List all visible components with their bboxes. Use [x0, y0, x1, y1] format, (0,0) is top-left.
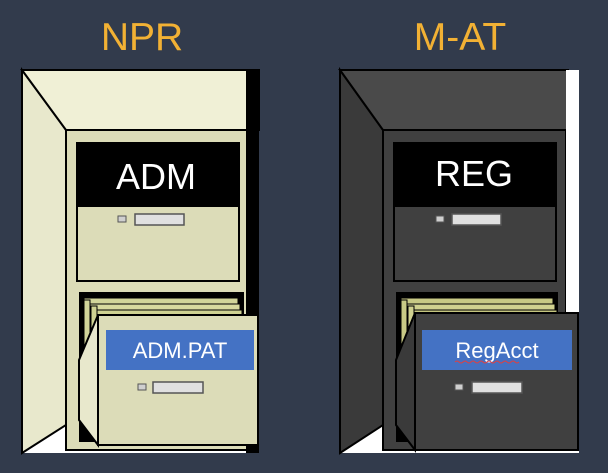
- mat-top-handle: [451, 213, 502, 226]
- mat-open-handle: [471, 381, 523, 394]
- npr-side-panel: [21, 66, 67, 455]
- npr-adm-label: ADM: [116, 156, 196, 197]
- npr-top-keyhole: [117, 215, 127, 223]
- npr-adm-pat-tab: [106, 330, 254, 370]
- mat-regacct-label: RegAcct: [455, 338, 538, 363]
- mat-title: M-AT: [413, 16, 507, 59]
- mat-side-panel: [339, 66, 384, 455]
- npr-top-handle: [134, 213, 185, 226]
- npr-open-handle: [152, 381, 204, 394]
- npr-open-keyhole: [137, 383, 147, 391]
- mat-reg-label-plate: [394, 143, 556, 207]
- spellcheck-underline: [454, 360, 520, 364]
- mat-right-edge: [566, 70, 579, 330]
- npr-adm-pat-label: ADM.PAT: [133, 338, 228, 363]
- mat-reg-label: REG: [435, 153, 513, 194]
- npr-adm-label-plate: [77, 143, 239, 207]
- npr-cabinet: ADM ADM.PAT: [20, 66, 260, 455]
- mat-top-keyhole: [435, 215, 445, 223]
- mat-open-keyhole: [454, 383, 464, 391]
- npr-title: NPR: [100, 16, 184, 59]
- mat-regacct-tab: [422, 330, 572, 370]
- mat-cabinet: REG RegAcct: [338, 66, 579, 455]
